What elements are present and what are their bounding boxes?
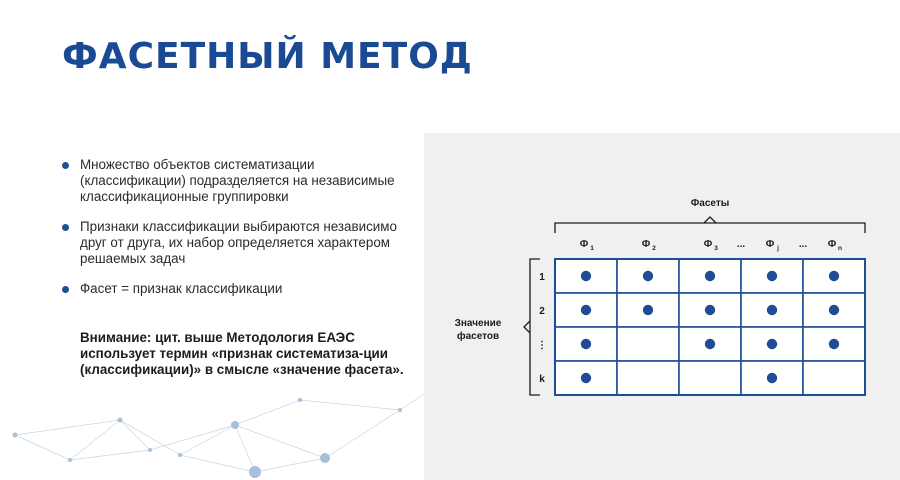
column-ellipsis: ... bbox=[737, 239, 746, 250]
grid-dot bbox=[828, 338, 840, 350]
bullet-dot-icon bbox=[62, 162, 69, 169]
grid-cell bbox=[802, 360, 866, 396]
grid-dot bbox=[704, 338, 716, 350]
facets-label: Фасеты bbox=[691, 198, 730, 209]
grid-dot bbox=[580, 338, 592, 350]
grid-dot bbox=[828, 270, 840, 282]
facets-brace bbox=[554, 222, 866, 233]
grid-dots bbox=[580, 270, 840, 384]
values-label-line1: Значение bbox=[455, 318, 502, 329]
column-header: Ф bbox=[642, 239, 651, 250]
grid-dot bbox=[704, 270, 716, 282]
bullet-dot-icon bbox=[62, 286, 69, 293]
row-label: ⋮ bbox=[537, 340, 547, 351]
grid-dot bbox=[580, 304, 592, 316]
column-subscript: 2 bbox=[652, 245, 656, 252]
column-ellipsis: ... bbox=[799, 239, 808, 250]
bullet-text: Множество объектов систематизации (класс… bbox=[80, 157, 395, 204]
row-labels: 1 2 ⋮ k bbox=[537, 272, 547, 385]
column-header: Ф bbox=[766, 239, 775, 250]
column-subscript: n bbox=[838, 245, 842, 252]
grid-dot bbox=[580, 270, 592, 282]
grid-dot bbox=[642, 304, 654, 316]
column-subscript: j bbox=[776, 245, 779, 252]
attention-note: Внимание: цит. выше Методология ЕАЭС исп… bbox=[80, 330, 404, 377]
values-brace-tip bbox=[523, 320, 531, 334]
bullet-text: Признаки классификации выбираются незави… bbox=[80, 219, 397, 266]
column-header: Ф bbox=[704, 239, 713, 250]
bullet-dot-icon bbox=[62, 224, 69, 231]
grid-dot bbox=[704, 304, 716, 316]
slide-title: ФАСЕТНЫЙ МЕТОД bbox=[62, 36, 473, 77]
row-label: k bbox=[539, 374, 545, 385]
facets-brace-tip bbox=[703, 216, 717, 224]
column-subscript: 1 bbox=[590, 245, 594, 252]
bullet-item: Фасет = признак классификации bbox=[62, 281, 407, 297]
column-header: Ф bbox=[580, 239, 589, 250]
bullet-item: Множество объектов систематизации (класс… bbox=[62, 157, 407, 205]
grid-dot bbox=[580, 372, 592, 384]
bullet-list: Множество объектов систематизации (класс… bbox=[62, 157, 407, 311]
grid-border bbox=[554, 258, 866, 396]
row-label: 1 bbox=[539, 272, 545, 283]
values-label-line2: фасетов bbox=[457, 330, 499, 342]
grid-dot bbox=[828, 304, 840, 316]
bullet-text: Фасет = признак классификации bbox=[80, 281, 283, 296]
row-label: 2 bbox=[539, 306, 545, 317]
grid-cell bbox=[616, 360, 680, 396]
grid-dot bbox=[766, 338, 778, 350]
grid-cell bbox=[616, 326, 680, 362]
column-subscript: 3 bbox=[714, 245, 718, 252]
column-header: Ф bbox=[828, 239, 837, 250]
bullet-item: Признаки классификации выбираются незави… bbox=[62, 219, 407, 267]
grid-dot bbox=[766, 372, 778, 384]
grid-dot bbox=[766, 270, 778, 282]
grid-cell bbox=[678, 360, 742, 396]
grid-dot bbox=[642, 270, 654, 282]
network-decoration bbox=[12, 389, 430, 478]
values-brace bbox=[529, 258, 540, 396]
grid-dot bbox=[766, 304, 778, 316]
